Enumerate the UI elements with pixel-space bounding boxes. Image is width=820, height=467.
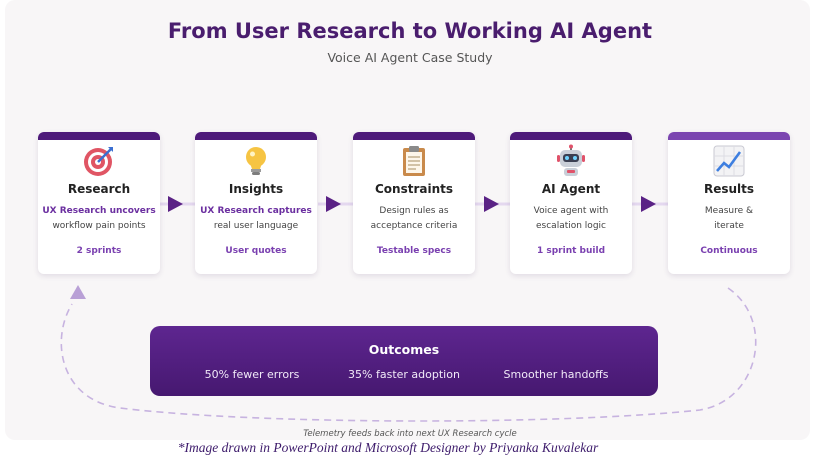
- telemetry-note: Telemetry feeds back into next UX Resear…: [303, 429, 517, 439]
- flow-arrow: [168, 196, 183, 212]
- stage-duration: Testable specs: [376, 246, 452, 256]
- stage-name: Insights: [228, 182, 284, 196]
- chart-icon: [668, 144, 790, 178]
- stage-duration: 1 sprint build: [536, 246, 606, 256]
- stage-description-highlight: Design rules as: [379, 206, 449, 216]
- stage-card-constraints: Constraints Design rules as acceptance c…: [353, 132, 475, 274]
- lightbulb-icon: [195, 144, 317, 178]
- robot-icon: [510, 144, 632, 178]
- stage-description-highlight: UX Research captures: [200, 206, 312, 216]
- stage-name: AI Agent: [541, 182, 601, 196]
- outcomes-box: Outcomes 50% fewer errors 35% faster ado…: [150, 326, 658, 396]
- target-icon: [38, 144, 160, 178]
- stage-description-highlight: UX Research uncovers: [42, 206, 156, 216]
- stage-description: Measure & iterate: [672, 204, 786, 234]
- stage-name: Results: [703, 182, 755, 196]
- stage-description-highlight: Voice agent with: [533, 206, 609, 216]
- image-credit: *Image drawn in PowerPoint and Microsoft…: [177, 440, 599, 455]
- flow-arrow: [326, 196, 341, 212]
- outcome-item: 35% faster adoption: [348, 368, 460, 381]
- outcome-item: 50% fewer errors: [204, 368, 300, 381]
- outcome-item: Smoother handoffs: [503, 368, 609, 381]
- stage-card-research: Research UX Research uncovers workflow p…: [38, 132, 160, 274]
- stage-description: UX Research captures real user language: [199, 204, 313, 234]
- stage-name: Research: [67, 182, 131, 196]
- stage-duration: User quotes: [225, 246, 287, 256]
- stage-description: UX Research uncovers workflow pain point…: [42, 204, 156, 234]
- page-title: From User Research to Working AI Agent: [167, 19, 653, 43]
- stage-description: Design rules as acceptance criteria: [357, 204, 471, 234]
- flow-arrow: [484, 196, 499, 212]
- page-subtitle: Voice AI Agent Case Study: [327, 50, 493, 65]
- loop-path: [60, 287, 757, 422]
- card-accent-bar: [38, 132, 160, 140]
- clipboard-icon: [353, 144, 475, 178]
- card-accent-bar: [668, 132, 790, 140]
- stage-card-ai-agent: AI Agent Voice agent with escalation log…: [510, 132, 632, 274]
- flow-arrow: [641, 196, 656, 212]
- stage-description: Voice agent with escalation logic: [514, 204, 628, 234]
- card-accent-bar: [195, 132, 317, 140]
- stage-card-results: Results Measure & iterate Continuous: [668, 132, 790, 274]
- stage-description-text: escalation logic: [536, 221, 606, 231]
- card-accent-bar: [353, 132, 475, 140]
- stage-description-text: iterate: [714, 221, 744, 231]
- stage-duration: Continuous: [700, 246, 758, 256]
- stage-name: Constraints: [374, 182, 454, 196]
- stage-description-text: real user language: [213, 221, 299, 231]
- stage-description-text: workflow pain points: [52, 221, 146, 231]
- card-accent-bar: [510, 132, 632, 140]
- outcomes-title: Outcomes: [368, 342, 440, 357]
- loop-arrowhead: [70, 285, 86, 299]
- stage-description-text: acceptance criteria: [370, 221, 458, 231]
- stage-card-insights: Insights UX Research captures real user …: [195, 132, 317, 274]
- stage-description-highlight: Measure &: [704, 206, 754, 216]
- stage-duration: 2 sprints: [76, 246, 122, 256]
